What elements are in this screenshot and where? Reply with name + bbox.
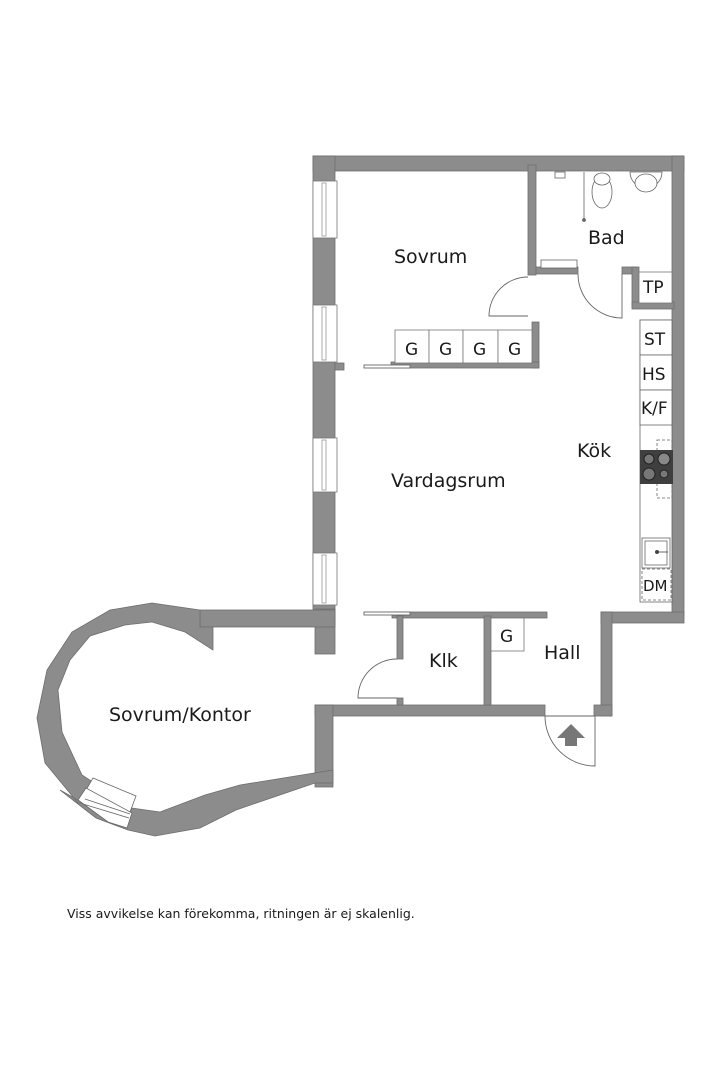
fixture-dm xyxy=(641,568,672,601)
wall-right-lower-stub xyxy=(593,704,613,717)
room-label-vardagsrum: Vardagsrum xyxy=(391,470,506,492)
room-label-sovrum-kontor: Sovrum/Kontor xyxy=(109,704,251,726)
wall-tp-side xyxy=(631,266,640,308)
room-label-klk: Klk xyxy=(429,650,458,672)
bad-radiator xyxy=(540,259,578,269)
wall-lower-left xyxy=(314,704,334,788)
wardrobe-label: G xyxy=(508,340,521,360)
fixture-label-dm: DM xyxy=(643,577,668,595)
fixture-hs xyxy=(639,354,673,391)
wall-right-step xyxy=(600,611,685,624)
hall-wardrobe-label: G xyxy=(500,627,513,647)
fixture-label-kf: K/F xyxy=(641,399,668,419)
entrance-arrow-icon xyxy=(557,724,585,746)
wardrobe-label: G xyxy=(439,340,452,360)
fixture-label-st: ST xyxy=(644,330,666,350)
wardrobe-2 xyxy=(428,329,464,364)
fixture-kf xyxy=(639,389,673,426)
fixture-label-hs: HS xyxy=(642,365,666,385)
door-klk[interactable] xyxy=(357,658,398,699)
wall-bay-top xyxy=(199,609,336,628)
wardrobe-label: G xyxy=(405,340,418,360)
wall-right xyxy=(671,155,685,617)
sliding-door-klk[interactable] xyxy=(363,611,411,616)
wall-sovrum-bad xyxy=(527,164,537,276)
room-label-hall: Hall xyxy=(544,642,581,664)
wall-bay-outer xyxy=(36,602,334,837)
wardrobe-label: G xyxy=(473,340,486,360)
hall-wardrobe xyxy=(490,617,525,652)
window-3 xyxy=(312,437,338,493)
wardrobe-4 xyxy=(497,329,533,364)
wall-klk-hall xyxy=(483,615,492,707)
door-entrance[interactable] xyxy=(544,715,596,767)
window-1 xyxy=(312,180,338,239)
room-label-bad: Bad xyxy=(588,227,625,249)
door-sovrum[interactable] xyxy=(488,276,529,317)
fixture-label-tp: TP xyxy=(642,278,664,298)
wall-sovrum-wardrobe-side xyxy=(531,321,540,369)
disclaimer-text: Viss avvikelse kan förekomma, ritningen … xyxy=(67,906,415,921)
tp-closet xyxy=(638,271,673,304)
sliding-door-sovrum[interactable] xyxy=(363,364,411,369)
room-label-kok: Kök xyxy=(577,440,611,462)
wall-top xyxy=(312,155,685,172)
room-label-sovrum: Sovrum xyxy=(394,246,467,268)
wall-klk-left xyxy=(396,615,404,660)
window-4 xyxy=(312,552,338,606)
window-2 xyxy=(312,304,338,363)
wall-right-lower xyxy=(600,611,613,717)
shower-icon xyxy=(554,171,566,179)
wall-stub-left xyxy=(334,362,345,371)
wall-bottom-mid xyxy=(314,704,546,717)
wardrobe-1 xyxy=(394,329,430,364)
stove-icon xyxy=(640,450,673,484)
wardrobe-3 xyxy=(462,329,499,364)
wall-klk-top xyxy=(391,611,548,619)
door-bad[interactable] xyxy=(577,273,623,319)
window-bay xyxy=(77,777,137,829)
